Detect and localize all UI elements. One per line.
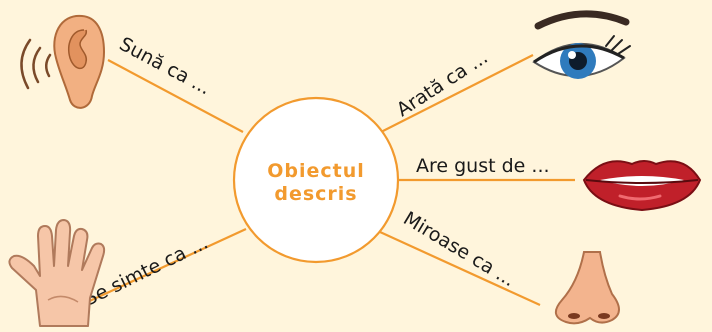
branch-line-touch [69,228,247,311]
ear-icon [20,14,106,109]
hand-icon [8,219,106,327]
branch-line-hearing [107,59,244,133]
lips-icon [582,160,702,212]
center-circle [232,96,400,264]
nose-icon [555,251,620,325]
center-title-line1: Obiectul [267,160,365,182]
branch-line-smell [379,230,541,307]
label-taste: Are gust de ... [416,155,550,177]
branch-line-sight [380,54,534,133]
center-title-line2: descris [274,183,357,205]
eye-icon [532,10,631,79]
